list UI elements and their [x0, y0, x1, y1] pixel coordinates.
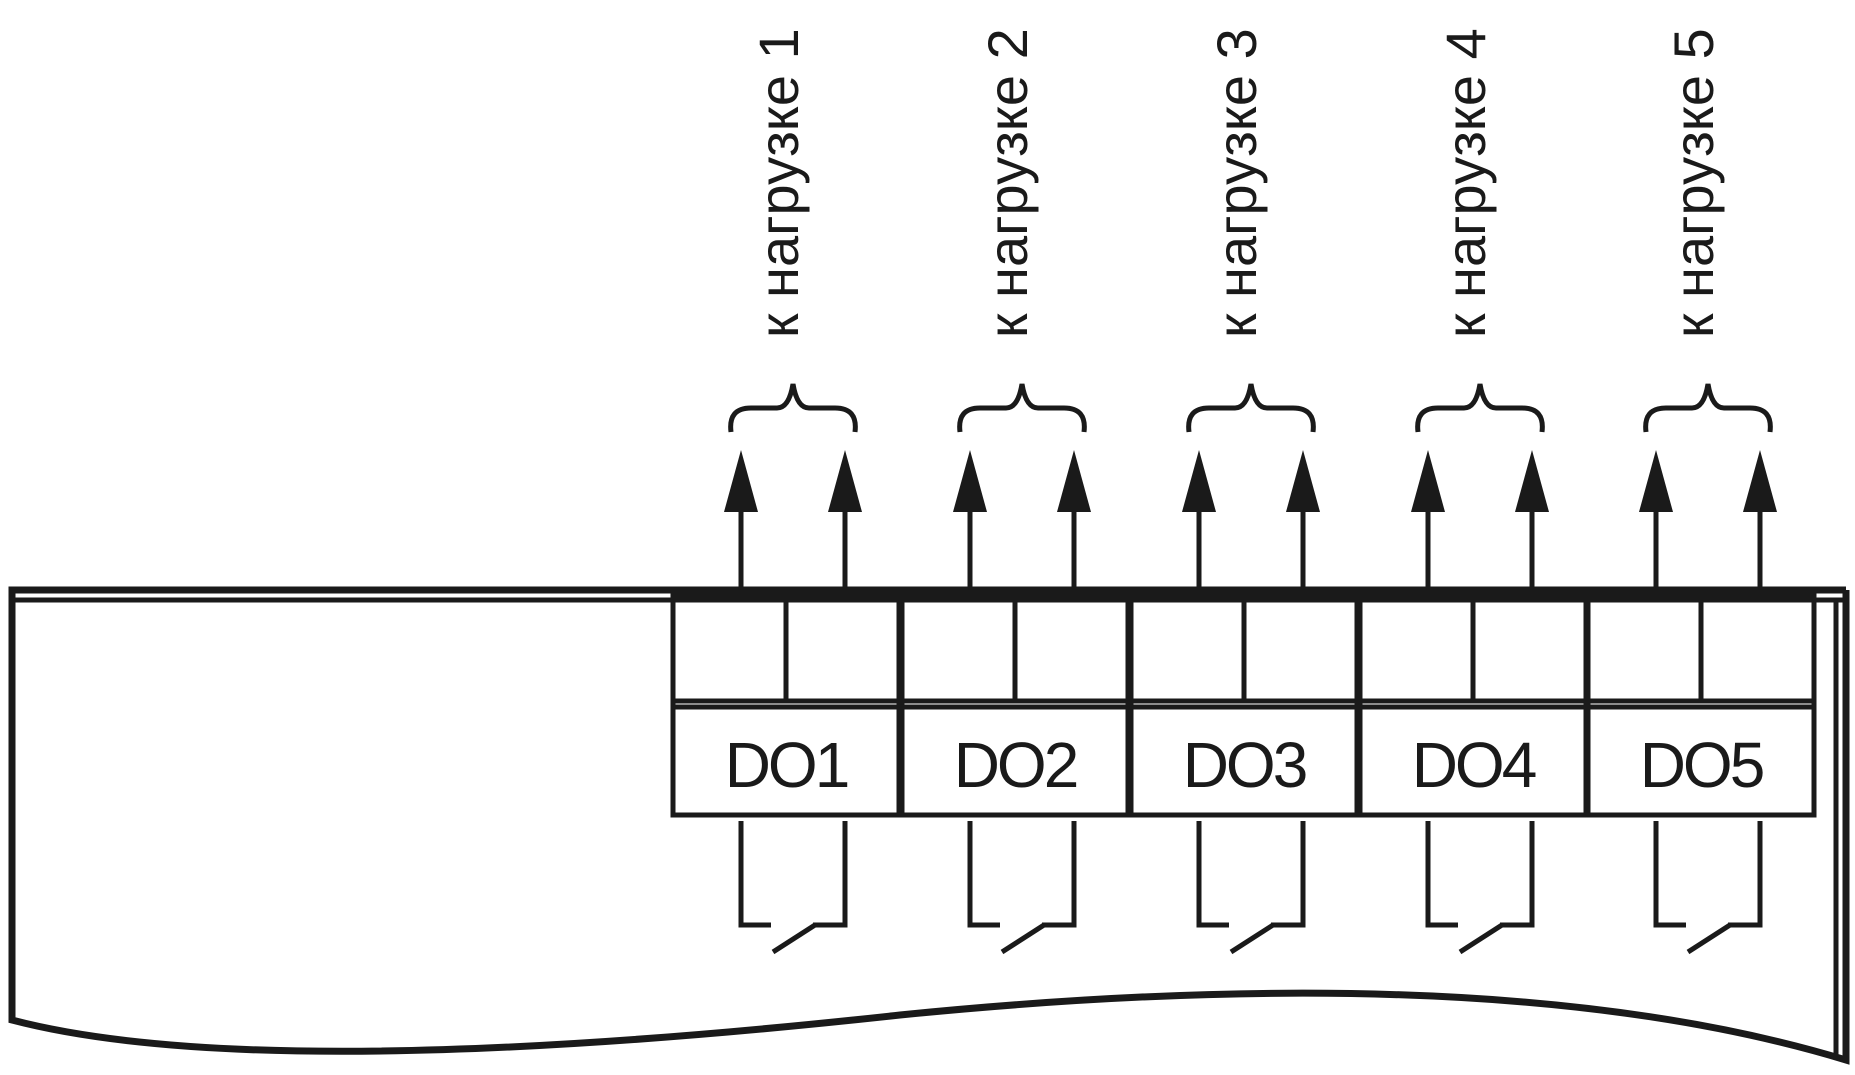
curly-brace-icon: [728, 383, 858, 433]
arrow-head: [1182, 450, 1216, 512]
arrow-up-icon: [1057, 450, 1091, 590]
contact-blade: [771, 922, 817, 955]
contact-wire-right: [1042, 821, 1077, 928]
load-label: к нагрузке 1: [747, 28, 810, 338]
curly-brace-icon: [1415, 383, 1545, 433]
arrow-up-icon: [1743, 450, 1777, 590]
arrow-up-icon: [1411, 450, 1445, 590]
curly-brace-icon: [1643, 383, 1773, 433]
contact-wire-left: [1425, 821, 1458, 928]
curly-brace-icon: [1186, 383, 1316, 433]
terminal-label-cell: [1585, 704, 1817, 818]
arrow-head: [1639, 450, 1673, 512]
normally-open-switch-icon: [967, 821, 1077, 955]
terminal-label: DO1: [725, 729, 848, 801]
terminal-label: DO5: [1640, 729, 1763, 801]
contact-wire-left: [967, 821, 1000, 928]
normally-open-switch-icon: [1425, 821, 1535, 955]
load-label: к нагрузке 3: [1205, 28, 1268, 338]
load-label: к нагрузке 5: [1662, 28, 1725, 338]
terminal-block: DO1 к нагрузке 1 DO2 к нагрузке 2 DO3 к нагру…: [670, 28, 1817, 955]
contact-wire-left: [1653, 821, 1686, 928]
output-group-5: DO5 к нагрузке 5: [1585, 28, 1817, 955]
terminal-label: DO2: [954, 729, 1077, 801]
normally-open-switch-icon: [1196, 821, 1306, 955]
load-label: к нагрузке 4: [1434, 28, 1497, 338]
output-group-3: DO3 к нагрузке 3: [1128, 28, 1360, 955]
curly-brace-icon: [957, 383, 1087, 433]
arrow-up-icon: [1182, 450, 1216, 590]
arrow-up-icon: [1286, 450, 1320, 590]
contact-blade: [1229, 922, 1275, 955]
arrow-head: [1743, 450, 1777, 512]
contact-blade: [1686, 922, 1732, 955]
output-group-4: DO4 к нагрузке 4: [1357, 28, 1589, 955]
arrow-head: [1057, 450, 1091, 512]
arrow-up-icon: [724, 450, 758, 590]
contact-wire-left: [1196, 821, 1229, 928]
terminal-label: DO3: [1183, 729, 1306, 801]
arrow-up-icon: [828, 450, 862, 590]
contact-blade: [1458, 922, 1504, 955]
output-group-1: DO1 к нагрузке 1: [670, 28, 902, 955]
contact-wire-right: [813, 821, 848, 928]
contact-wire-right: [1728, 821, 1763, 928]
arrow-head: [1286, 450, 1320, 512]
arrow-head: [1515, 450, 1549, 512]
arrow-head: [828, 450, 862, 512]
contact-wire-right: [1500, 821, 1535, 928]
contact-wire-left: [738, 821, 771, 928]
output-group-2: DO2 к нагрузке 2: [899, 28, 1131, 955]
arrow-head: [724, 450, 758, 512]
arrow-head: [1411, 450, 1445, 512]
contact-blade: [1000, 922, 1046, 955]
arrow-head: [953, 450, 987, 512]
arrow-up-icon: [953, 450, 987, 590]
arrow-up-icon: [1639, 450, 1673, 590]
device-housing: [8, 586, 1850, 1065]
load-label: к нагрузке 2: [976, 28, 1039, 338]
arrow-up-icon: [1515, 450, 1549, 590]
terminal-label: DO4: [1412, 729, 1536, 801]
normally-open-switch-icon: [1653, 821, 1763, 955]
normally-open-switch-icon: [738, 821, 848, 955]
terminal-label-cell: [670, 704, 902, 818]
terminal-label-cell: [899, 704, 1131, 818]
terminal-label-cell: [1128, 704, 1360, 818]
contact-wire-right: [1271, 821, 1306, 928]
